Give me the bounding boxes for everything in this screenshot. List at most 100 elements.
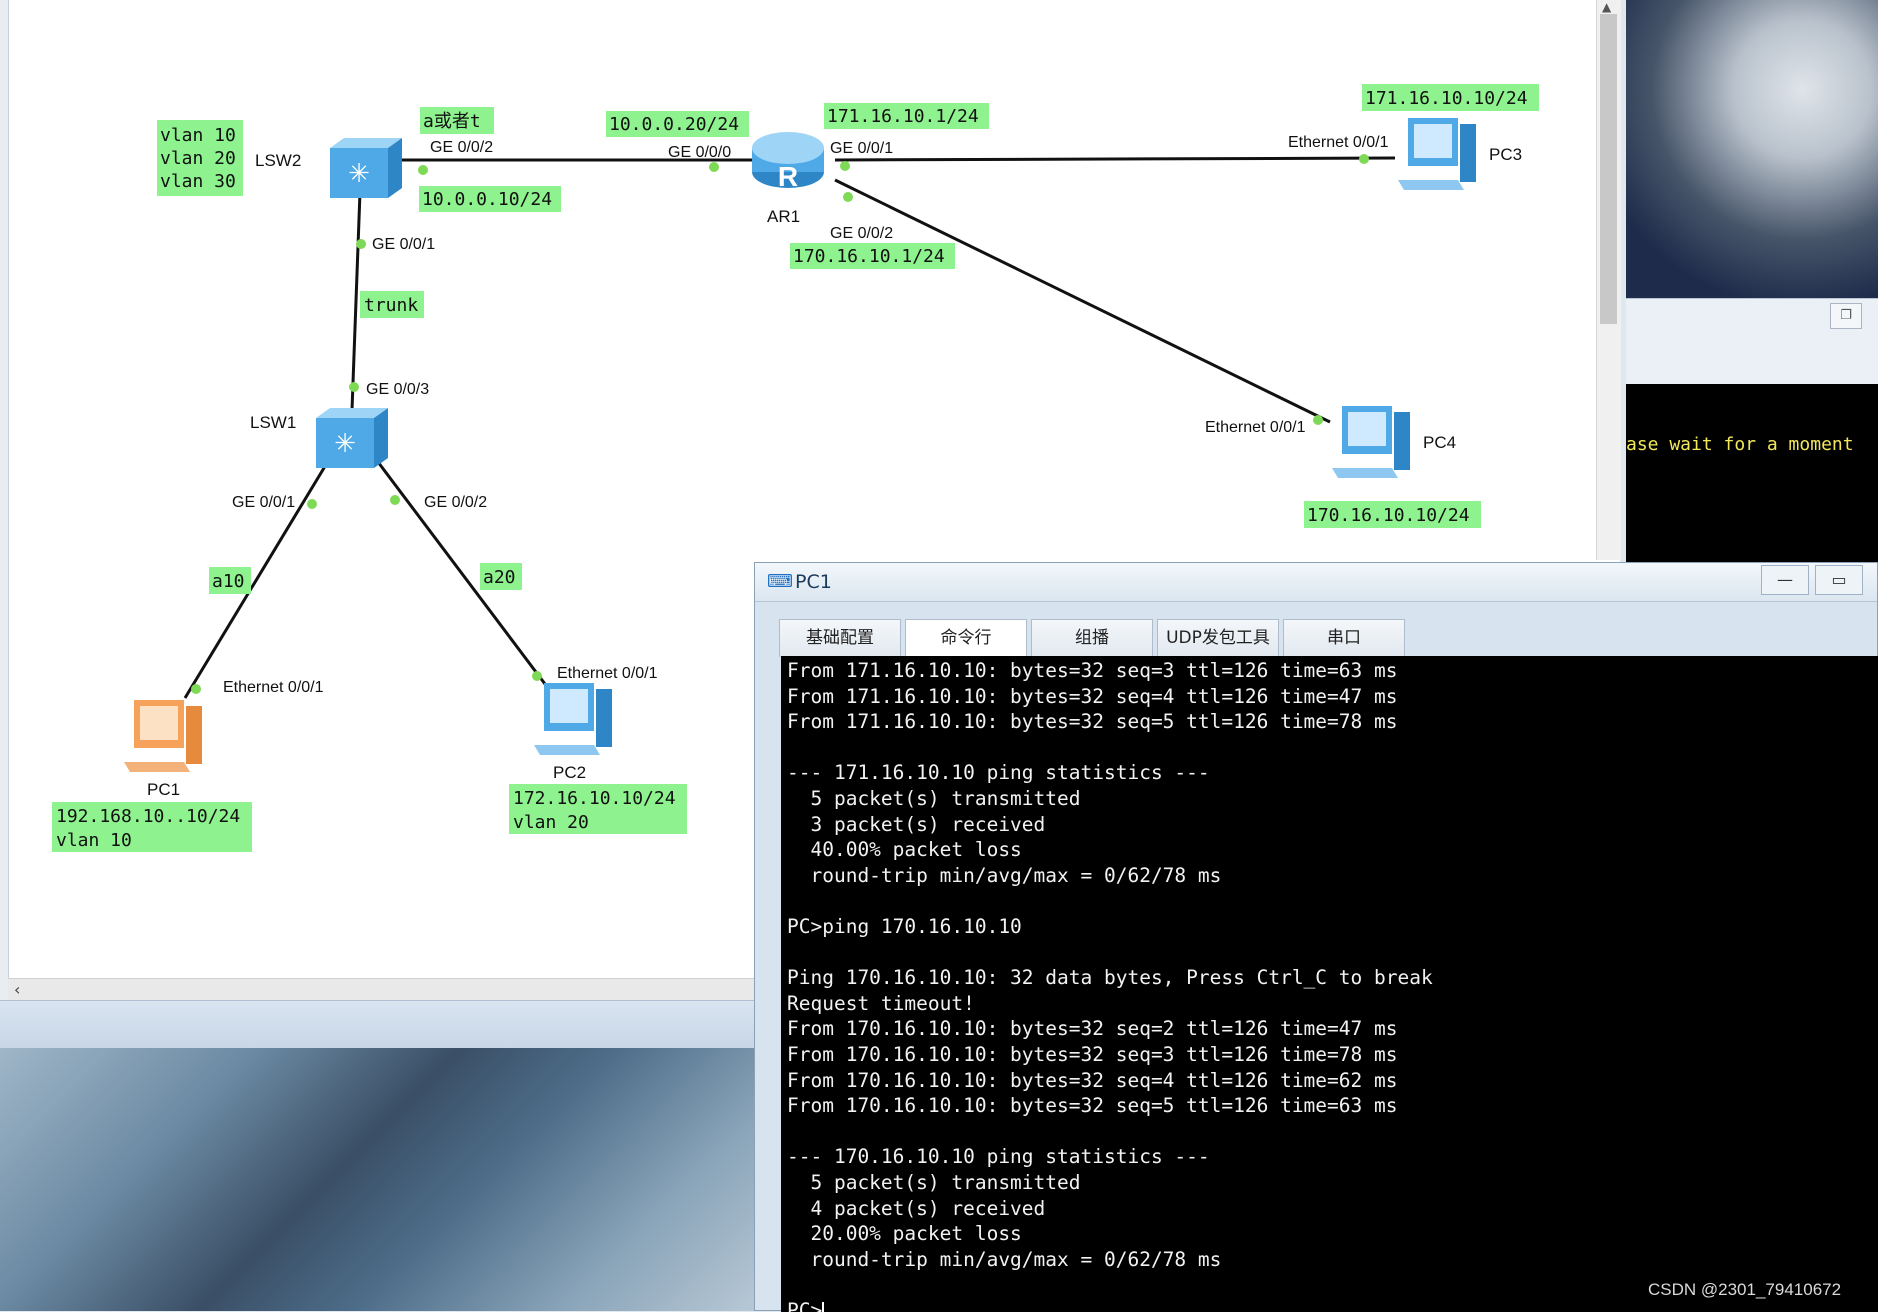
tab-serial[interactable]: 串口	[1283, 619, 1405, 657]
pc1-icon[interactable]	[124, 700, 202, 772]
port-dot-lsw1-g003	[349, 382, 359, 392]
terminal-line: From 170.16.10.10: bytes=32 seq=2 ttl=12…	[787, 1016, 1397, 1041]
link-ar1-pc4	[835, 180, 1330, 422]
note-pc1-vlan: vlan 10	[56, 830, 132, 851]
tab-basic-config[interactable]: 基础配置	[779, 619, 901, 657]
port-dot-lsw1-g001	[307, 499, 317, 509]
device-label-lsw1: LSW1	[250, 413, 296, 432]
port-label-lsw2-g002: GE 0/0/2	[430, 139, 493, 156]
tab-multicast[interactable]: 组播	[1031, 619, 1153, 657]
port-label-ar1-g001: GE 0/0/1	[830, 140, 893, 157]
terminal-line: --- 171.16.10.10 ping statistics ---	[787, 760, 1210, 785]
desktop-background-art	[0, 1048, 760, 1311]
canvas-horizontal-scrollbar[interactable]: ‹	[8, 978, 758, 1000]
scroll-left-icon[interactable]: ‹	[14, 980, 20, 999]
pc-window-icon: ⌨	[767, 571, 793, 592]
pc4-icon[interactable]	[1332, 406, 1410, 478]
maximize-button[interactable]: ▭	[1815, 565, 1863, 595]
side-console: ase wait for a moment	[1626, 384, 1878, 562]
pc1-window-title: PC1	[795, 571, 832, 593]
note-lsw2-vlan-1: vlan 10	[160, 125, 236, 146]
port-dot-ar1-g002	[843, 192, 853, 202]
svg-text:R: R	[778, 161, 798, 192]
pc1-window[interactable]: ⌨ PC1 — ▭ 基础配置 命令行 组播 UDP发包工具 串口 From 17…	[754, 562, 1878, 1311]
terminal-line: round-trip min/avg/max = 0/62/78 ms	[787, 863, 1221, 888]
tab-command-line[interactable]: 命令行	[905, 619, 1027, 657]
terminal-line: round-trip min/avg/max = 0/62/78 ms	[787, 1247, 1221, 1272]
note-lsw2-vlan-2: vlan 20	[160, 148, 236, 169]
terminal-line: From 170.16.10.10: bytes=32 seq=5 ttl=12…	[787, 1093, 1397, 1118]
minimize-button[interactable]: —	[1761, 565, 1809, 595]
router-ar1-icon[interactable]: R	[752, 132, 824, 192]
side-panel-header: ❐	[1626, 298, 1878, 385]
side-panel-restore-button[interactable]: ❐	[1830, 303, 1862, 329]
note-pc2-ip: 172.16.10.10/24	[513, 788, 676, 809]
note-lsw2-mode: a或者t	[423, 111, 481, 132]
device-label-pc2: PC2	[553, 763, 586, 782]
terminal-line: 4 packet(s) received	[787, 1196, 1045, 1221]
terminal-line: 20.00% packet loss	[787, 1221, 1022, 1246]
svg-text:✳: ✳	[348, 159, 370, 189]
note-ar1-g001-ip: 171.16.10.1/24	[827, 106, 979, 127]
device-label-pc4: PC4	[1423, 433, 1456, 452]
note-lsw2-ip: 10.0.0.10/24	[422, 189, 552, 210]
port-label-lsw1-g001: GE 0/0/1	[232, 494, 295, 511]
port-dot-pc4	[1313, 415, 1323, 425]
port-dot-ar1-g000	[709, 162, 719, 172]
bottom-panel-header	[0, 1000, 760, 1049]
note-pc4-ip: 170.16.10.10/24	[1307, 505, 1470, 526]
note-ar1-g000-ip: 10.0.0.20/24	[609, 114, 739, 135]
port-label-ar1-g000: GE 0/0/0	[668, 144, 731, 161]
pc3-icon[interactable]	[1398, 118, 1476, 190]
note-trunk: trunk	[364, 295, 418, 316]
port-label-pc4-eth: Ethernet 0/0/1	[1205, 419, 1306, 436]
note-pc1-ip: 192.168.10..10/24	[56, 806, 240, 827]
note-pc3-ip: 171.16.10.10/24	[1365, 88, 1528, 109]
terminal-line: Request timeout!	[787, 991, 975, 1016]
svg-text:✳: ✳	[334, 429, 356, 459]
note-a10: a10	[212, 571, 245, 592]
port-label-pc3-eth: Ethernet 0/0/1	[1288, 134, 1389, 151]
note-pc2-vlan: vlan 20	[513, 812, 589, 833]
side-console-text: ase wait for a moment	[1626, 434, 1854, 455]
command-line-terminal[interactable]: From 171.16.10.10: bytes=32 seq=3 ttl=12…	[781, 656, 1878, 1312]
note-lsw2-vlan-3: vlan 30	[160, 171, 236, 192]
terminal-line: From 170.16.10.10: bytes=32 seq=4 ttl=12…	[787, 1068, 1397, 1093]
scroll-up-icon[interactable]: ▲	[1602, 0, 1611, 14]
pc1-window-titlebar[interactable]: ⌨ PC1 — ▭	[755, 563, 1877, 602]
terminal-line: PC>	[787, 1298, 824, 1312]
note-ar1-g002-ip: 170.16.10.1/24	[793, 246, 945, 267]
terminal-line: PC>ping 170.16.10.10	[787, 914, 1022, 939]
device-label-pc1: PC1	[147, 780, 180, 799]
tab-udp-tool[interactable]: UDP发包工具	[1157, 619, 1279, 657]
port-label-lsw1-g003: GE 0/0/3	[366, 381, 429, 398]
terminal-line: From 171.16.10.10: bytes=32 seq=5 ttl=12…	[787, 709, 1397, 734]
port-dot-lsw1-g002	[390, 495, 400, 505]
switch-lsw1-icon[interactable]: ✳	[316, 408, 388, 468]
switch-lsw2-icon[interactable]: ✳	[330, 138, 402, 198]
port-dot-ar1-g001	[840, 161, 850, 171]
terminal-line: --- 170.16.10.10 ping statistics ---	[787, 1144, 1210, 1169]
port-label-lsw1-g002: GE 0/0/2	[424, 494, 487, 511]
pc2-icon[interactable]	[534, 683, 612, 755]
port-label-pc2-eth: Ethernet 0/0/1	[557, 665, 658, 682]
terminal-line: From 171.16.10.10: bytes=32 seq=4 ttl=12…	[787, 684, 1397, 709]
port-dot-pc1	[191, 684, 201, 694]
terminal-line: 3 packet(s) received	[787, 812, 1045, 837]
link-lsw2-lsw1	[352, 192, 360, 410]
link-lsw1-pc2	[375, 458, 548, 688]
terminal-line: 5 packet(s) transmitted	[787, 1170, 1081, 1195]
vertical-scroll-thumb[interactable]	[1600, 14, 1617, 324]
terminal-line: 40.00% packet loss	[787, 837, 1022, 862]
terminal-line: From 170.16.10.10: bytes=32 seq=3 ttl=12…	[787, 1042, 1397, 1067]
port-dot-lsw2-g001	[356, 239, 366, 249]
device-label-pc3: PC3	[1489, 145, 1522, 164]
port-label-lsw2-g001: GE 0/0/1	[372, 236, 435, 253]
link-ar1-pc3	[835, 158, 1395, 160]
note-a20: a20	[483, 567, 516, 588]
port-dot-pc3	[1359, 154, 1369, 164]
port-dot-lsw2-g002	[418, 165, 428, 175]
device-label-ar1: AR1	[767, 207, 800, 226]
device-label-lsw2: LSW2	[255, 151, 301, 170]
canvas-vertical-scrollbar[interactable]: ▲	[1596, 0, 1621, 560]
